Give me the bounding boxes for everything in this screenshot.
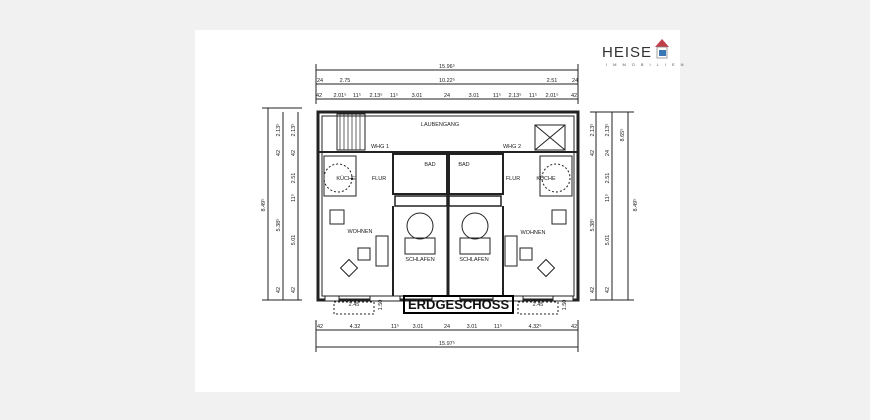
dim-top-total: 15.96⁵ <box>439 63 455 70</box>
dim-top: 2.51 <box>547 78 558 84</box>
house-logo-icon <box>655 39 669 59</box>
dim-right: 42 <box>590 287 596 293</box>
dim-left: 42 <box>276 150 282 156</box>
dim-left: 11⁵ <box>290 194 297 202</box>
logo-subtitle: IMMOBILIEN <box>606 62 690 67</box>
room-flur-1: FLUR <box>372 176 386 182</box>
dim-top: 42 <box>316 93 322 99</box>
dim-bottom: 4.32 <box>350 324 361 330</box>
dim-top: 11⁵ <box>529 92 537 99</box>
dim-right: 11⁵ <box>604 194 611 202</box>
label-whg1: WHG 1 <box>371 144 389 150</box>
dim-right: 8.65⁵ <box>619 129 626 142</box>
dim-height: 1.50 <box>562 300 568 311</box>
dim-top: 3.01 <box>412 93 423 99</box>
dim-top: 2.13⁵ <box>509 92 522 99</box>
dim-right-total: 8.49⁵ <box>632 199 639 212</box>
dim-top: 11⁵ <box>353 92 361 99</box>
floor-title: ERDGESCHOSS <box>403 295 515 314</box>
dim-window: 2.45 <box>349 302 360 308</box>
dim-top: 2.13⁵ <box>370 92 383 99</box>
dim-bottom: 3.01 <box>413 324 424 330</box>
dim-right: 42 <box>605 287 611 293</box>
dim-left: 2.13⁵ <box>275 124 282 137</box>
logo-wordmark: HEISE <box>602 44 653 61</box>
dim-right: 2.51 <box>605 173 611 184</box>
dim-left: 42 <box>291 150 297 156</box>
room-laubengang: LAUBENGANG <box>421 122 459 128</box>
room-bad-1: BAD <box>424 162 435 168</box>
room-wohnen-1: WOHNEN <box>347 229 372 235</box>
dim-right: 5.01 <box>605 235 611 246</box>
dim-top: 24 <box>572 78 578 84</box>
dim-top: 11⁵ <box>493 92 501 99</box>
dim-top: 24 <box>317 78 323 84</box>
dim-left: 2.51 <box>291 173 297 184</box>
dim-bottom: 42 <box>317 324 323 330</box>
dim-bottom: 3.01 <box>467 324 478 330</box>
dim-bottom: 11⁵ <box>494 323 502 330</box>
room-kueche-2: KÜCHE <box>536 175 556 182</box>
dim-left: 2.13⁵ <box>290 124 297 137</box>
dim-left-total: 8.49⁵ <box>260 199 267 212</box>
room-flur-2: FLUR <box>506 176 520 182</box>
dim-bottom: 24 <box>444 324 450 330</box>
dim-bottom-total: 15.97⁵ <box>439 340 455 347</box>
label-whg2: WHG 2 <box>503 144 521 150</box>
dim-right: 42 <box>590 150 596 156</box>
dim-right: 2.13⁵ <box>604 124 611 137</box>
dim-top: 24 <box>444 93 450 99</box>
drawing-sheet <box>195 30 680 392</box>
dim-left: 5.01 <box>291 235 297 246</box>
dim-right: 24 <box>605 150 611 156</box>
room-schlafen-2: SCHLAFEN <box>459 257 488 263</box>
dim-top: 10.22⁵ <box>439 77 455 84</box>
dim-top: 3.01 <box>469 93 480 99</box>
dim-left: 5.38⁵ <box>275 219 282 232</box>
dim-top: 2.75 <box>340 78 351 84</box>
dim-bottom: 4.32⁵ <box>529 323 542 330</box>
room-schlafen-1: SCHLAFEN <box>405 257 434 263</box>
dim-window: 2.45 <box>533 302 544 308</box>
dim-right: 2.13⁵ <box>589 124 596 137</box>
dim-left: 42 <box>276 287 282 293</box>
dim-left: 42 <box>291 287 297 293</box>
dim-top: 42 <box>571 93 577 99</box>
dim-height: 1.50 <box>378 300 384 311</box>
room-wohnen-2: WOHNEN <box>520 230 545 236</box>
dim-bottom: 42 <box>571 324 577 330</box>
dim-top: 2.01⁵ <box>334 92 347 99</box>
dim-top: 2.01⁵ <box>546 92 559 99</box>
room-kueche-1: KÜCHE <box>336 175 356 182</box>
dim-top: 11⁵ <box>390 92 398 99</box>
dim-bottom: 11⁵ <box>391 323 399 330</box>
dim-right: 5.38⁵ <box>589 219 596 232</box>
room-bad-2: BAD <box>458 162 469 168</box>
